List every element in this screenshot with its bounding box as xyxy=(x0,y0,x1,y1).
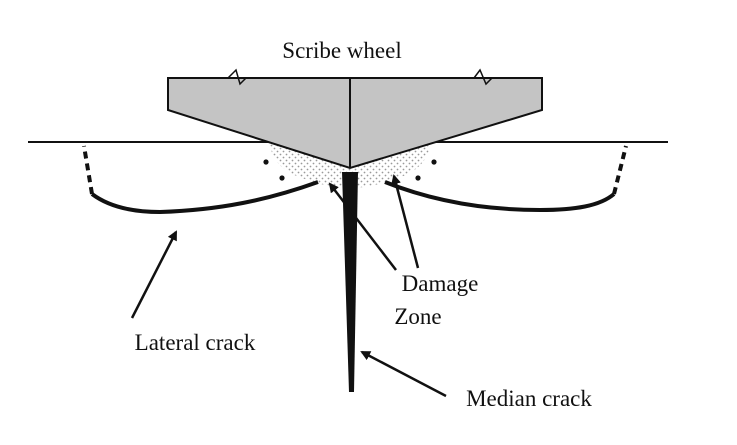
label-scribe-wheel: Scribe wheel xyxy=(282,38,401,63)
label-damage-zone-line1: Damage xyxy=(402,271,479,296)
damage-dot xyxy=(263,159,269,165)
wheel-notch-left xyxy=(227,68,247,86)
label-lateral-crack: Lateral crack xyxy=(135,330,256,355)
lateral-crack-left xyxy=(90,180,319,215)
median-crack xyxy=(342,172,358,392)
arrow-median-crack xyxy=(360,350,447,398)
arrow-lateral-crack xyxy=(130,230,178,319)
damage-dot xyxy=(279,175,285,181)
arrow-damage-zone-left xyxy=(328,182,397,271)
scribe-wheel xyxy=(167,77,543,170)
lateral-crack-right xyxy=(384,180,616,213)
damage-dot xyxy=(431,159,437,165)
arrow-damage-zone-right xyxy=(391,174,420,269)
damage-dot xyxy=(415,175,421,181)
lateral-crack-right-dashed xyxy=(612,145,628,195)
lateral-crack-left-dashed xyxy=(82,145,94,195)
label-damage-zone-line2: Zone xyxy=(394,304,441,329)
wheel-notch-right xyxy=(473,68,493,86)
label-median-crack: Median crack xyxy=(466,386,592,411)
